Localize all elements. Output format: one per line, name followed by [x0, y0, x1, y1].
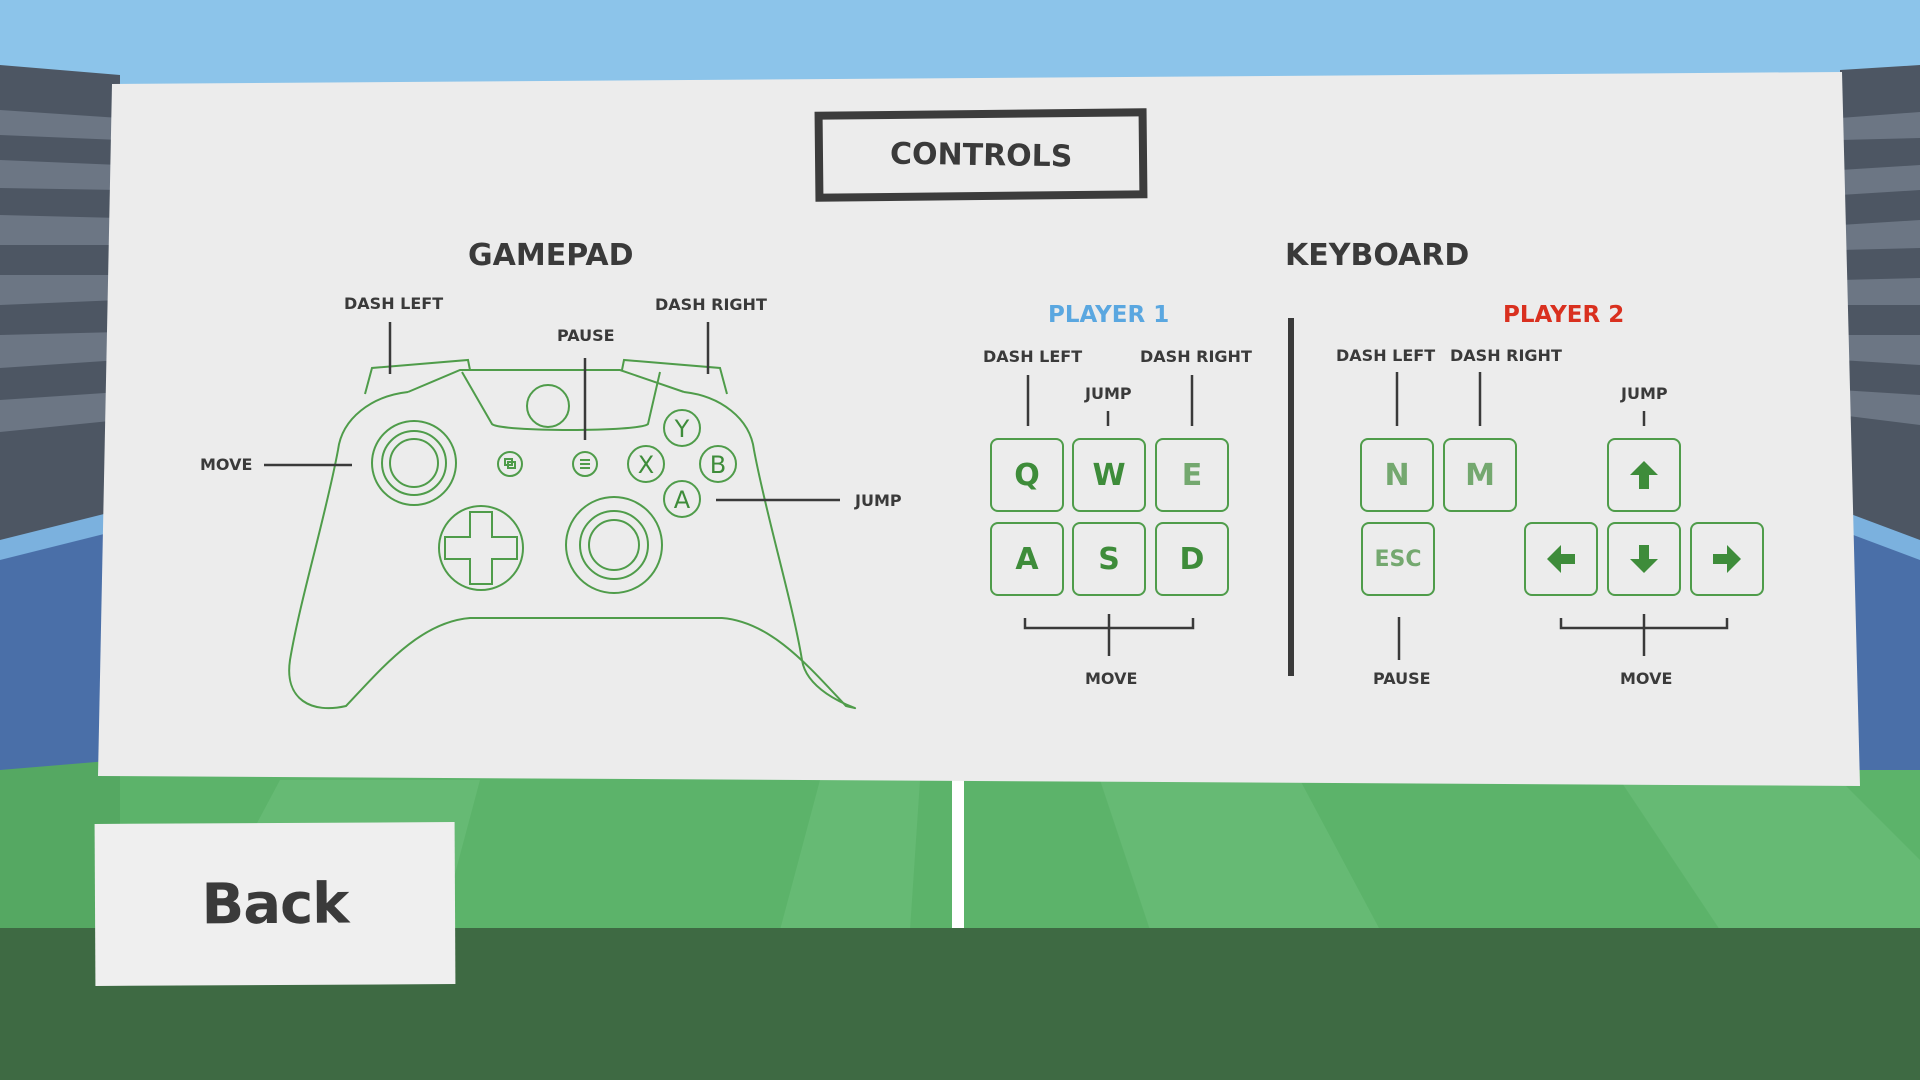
key-esc: ESC	[1361, 522, 1435, 596]
key-s: S	[1072, 522, 1146, 596]
p2-dash-left-label: DASH LEFT	[1336, 346, 1436, 365]
key-arrow-down	[1607, 522, 1681, 596]
p1-dash-right-label: DASH RIGHT	[1140, 347, 1252, 366]
key-q: Q	[990, 438, 1064, 512]
back-button-label: Back	[201, 871, 349, 937]
key-d: D	[1155, 522, 1229, 596]
gamepad-move-label: MOVE	[200, 455, 253, 474]
key-m: M	[1443, 438, 1517, 512]
key-n: N	[1360, 438, 1434, 512]
keyboard-heading: KEYBOARD	[1285, 238, 1470, 273]
gamepad-dash-left-label: DASH LEFT	[344, 294, 444, 313]
p2-jump-label: JUMP	[1621, 384, 1668, 403]
arrow-up-icon	[1630, 461, 1658, 489]
back-button[interactable]: Back	[94, 822, 456, 986]
key-a: A	[990, 522, 1064, 596]
gamepad-pause-label: PAUSE	[557, 326, 615, 345]
arrow-right-icon	[1713, 545, 1741, 573]
gamepad-dash-right-label: DASH RIGHT	[655, 295, 767, 314]
key-w: W	[1072, 438, 1146, 512]
key-e: E	[1155, 438, 1229, 512]
x-button: X	[638, 451, 654, 479]
y-button: Y	[674, 415, 690, 443]
p1-dash-left-label: DASH LEFT	[983, 347, 1083, 366]
gamepad-jump-label: JUMP	[855, 491, 902, 510]
p2-pause-label: PAUSE	[1373, 669, 1431, 688]
p1-move-label: MOVE	[1085, 669, 1138, 688]
player2-title: PLAYER 2	[1503, 302, 1625, 328]
a-button: A	[674, 486, 691, 514]
key-arrow-right	[1690, 522, 1764, 596]
p2-move-label: MOVE	[1620, 669, 1673, 688]
player1-title: PLAYER 1	[1048, 302, 1170, 328]
arrow-left-icon	[1547, 545, 1575, 573]
b-button: B	[710, 451, 726, 479]
key-arrow-left	[1524, 522, 1598, 596]
key-arrow-up	[1607, 438, 1681, 512]
arrow-down-icon	[1630, 545, 1658, 573]
p2-dash-right-label: DASH RIGHT	[1450, 346, 1562, 365]
gamepad-heading: GAMEPAD	[468, 238, 634, 273]
p1-jump-label: JUMP	[1085, 384, 1132, 403]
